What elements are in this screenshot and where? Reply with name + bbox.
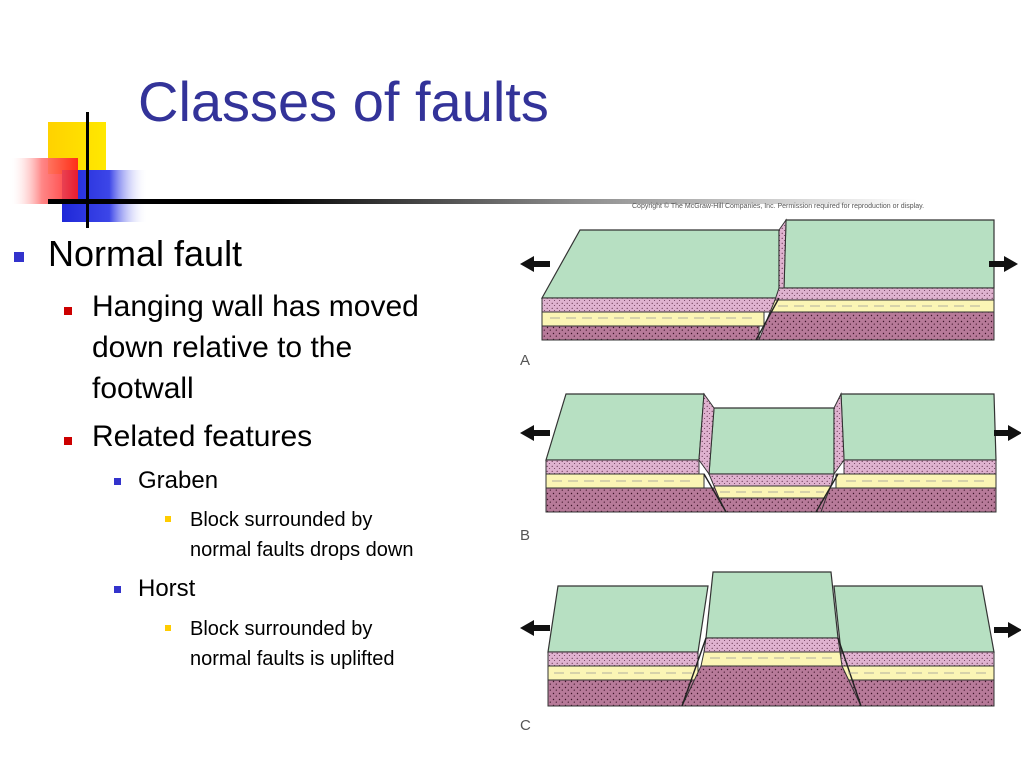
bullet-graben-desc-line-2: normal faults drops down <box>190 539 414 561</box>
panel-c <box>520 571 1021 707</box>
maroon-layer <box>718 497 827 513</box>
fault-line <box>681 637 707 707</box>
arrow-right-icon <box>994 425 1021 441</box>
land-surface-left <box>545 393 705 461</box>
land-surface-left <box>547 585 709 653</box>
fault-line <box>815 473 839 513</box>
bullet-horst-desc-line-2: normal faults is uplifted <box>190 648 395 670</box>
maroon-layer <box>545 487 727 513</box>
arrow-left-icon <box>520 256 550 272</box>
slide-title: Classes of faults <box>138 70 549 133</box>
bullet-marker <box>114 586 121 593</box>
maroon-layer <box>758 311 995 341</box>
fault-line <box>755 297 780 341</box>
decor-vertical-line <box>86 112 89 228</box>
bullet-hanging-wall-line-3: footwall <box>92 372 194 405</box>
bullet-related-features: Related features <box>92 420 313 453</box>
land-surface-right <box>783 219 995 289</box>
land-surface-center <box>708 407 835 475</box>
arrow-left-icon <box>520 620 550 636</box>
fault-diagrams <box>520 218 1021 707</box>
land-surface-right <box>833 585 995 653</box>
fault-line <box>703 473 727 513</box>
land-surface-right <box>840 393 997 461</box>
decorative-squares <box>12 112 148 228</box>
bullet-marker <box>114 478 121 485</box>
bullet-marker <box>64 437 72 445</box>
bullet-normal-fault: Normal fault <box>48 233 243 274</box>
panel-label-a: A <box>520 352 531 369</box>
title-rule <box>48 199 918 204</box>
pink-layer <box>843 459 997 475</box>
fault-line <box>837 637 862 707</box>
arrow-left-icon <box>520 425 550 441</box>
pink-layer <box>547 651 699 667</box>
copyright-notice: Copyright © The McGraw-Hill Companies, I… <box>632 203 925 210</box>
pink-layer <box>774 287 995 301</box>
arrow-right-icon <box>989 256 1018 272</box>
pink-layer <box>545 459 700 475</box>
maroon-layer <box>815 487 997 513</box>
bullet-marker <box>165 516 171 522</box>
maroon-layer <box>547 679 699 707</box>
red-square <box>12 158 78 204</box>
land-surface-center <box>705 571 839 639</box>
land-surface-left <box>540 229 780 299</box>
pink-layer <box>541 297 780 313</box>
pink-layer <box>703 637 841 653</box>
sand-layer <box>700 651 843 667</box>
maroon-layer <box>840 679 995 707</box>
bullet-marker <box>14 252 24 262</box>
maroon-layer <box>681 665 862 707</box>
panel-a <box>520 218 1018 341</box>
maroon-layer <box>541 325 760 341</box>
pink-layer <box>840 651 995 667</box>
pink-layer <box>708 473 835 487</box>
sand-layer <box>541 311 765 327</box>
bullet-marker <box>64 307 72 315</box>
bullet-hanging-wall-line-2: down relative to the <box>92 331 353 364</box>
panel-label-c: C <box>520 717 531 734</box>
panel-label-b: B <box>520 527 531 544</box>
bullet-list: Normal fault Hanging wall has moved down… <box>0 0 510 768</box>
panel-b <box>520 392 1021 513</box>
bullet-horst-desc-line-1: Block surrounded by <box>190 618 373 640</box>
bullet-hanging-wall-line-1: Hanging wall has moved <box>92 290 419 323</box>
bullet-graben: Graben <box>138 467 219 494</box>
arrow-right-icon <box>994 622 1021 638</box>
bullet-marker <box>165 625 171 631</box>
bullet-horst: Horst <box>138 575 196 602</box>
bullet-graben-desc-line-1: Block surrounded by <box>190 509 373 531</box>
